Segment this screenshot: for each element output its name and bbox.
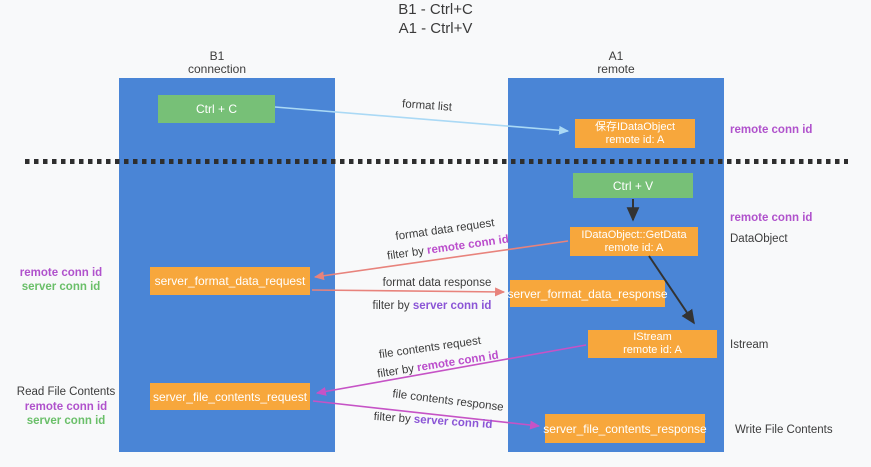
node-istream-line1: IStream: [633, 331, 672, 343]
node-save-dataobject-line1: 保存IDataObject: [594, 120, 676, 133]
left-label-read-file-contents: Read File Contents: [16, 386, 116, 398]
node-file-request-label: server_file_contents_request: [152, 389, 308, 404]
filter-prefix: filter by: [373, 410, 415, 426]
arrow-format-data-response: [311, 287, 506, 297]
node-istream-line2: remote id: A: [623, 344, 682, 356]
column-a1-subtitle: remote: [597, 62, 635, 76]
right-label-remote-conn-id-top: remote conn id: [730, 124, 813, 136]
left-label-remote-conn-id-format: remote conn id: [19, 267, 103, 279]
node-server-file-contents-request: server_file_contents_request: [150, 383, 310, 410]
right-label-istream: Istream: [730, 339, 769, 351]
node-file-response-label: server_file_contents_response: [543, 421, 707, 436]
right-label-dataobject: DataObject: [730, 233, 788, 245]
label-filter-server-1: filter by server conn id: [373, 300, 492, 312]
node-server-format-data-response: server_format_data_response: [507, 280, 668, 307]
title-line-2: A1 - Ctrl+V: [398, 20, 473, 37]
node-ctrl-c-label: Ctrl + C: [195, 102, 237, 116]
column-header-a1: A1 remote: [508, 50, 724, 76]
node-ctrl-c: Ctrl + C: [158, 95, 275, 123]
node-format-response-label: server_format_data_response: [507, 286, 668, 301]
column-a1-name: A1: [608, 49, 624, 63]
label-format-data-response: format data response: [382, 277, 492, 289]
node-format-request-label: server_format_data_request: [154, 274, 306, 288]
node-idataobject-getdata: IDataObject::GetData remote id: A: [570, 227, 698, 256]
label-filter-server-2: filter by server conn id: [373, 411, 492, 431]
node-save-dataobject: 保存IDataObject remote id: A: [575, 119, 695, 148]
filter-key-remote: remote conn id: [426, 233, 510, 257]
filter-prefix: filter by: [376, 362, 419, 381]
node-istream: IStream remote id: A: [588, 330, 717, 358]
label-format-list: format list: [401, 98, 453, 114]
right-label-write-file-contents: Write File Contents: [735, 424, 833, 436]
filter-prefix: filter by: [372, 300, 413, 312]
right-label-remote-conn-id-mid: remote conn id: [730, 212, 813, 224]
dashed-separator-line: [25, 159, 848, 164]
label-file-contents-response: file contents response: [391, 388, 505, 414]
node-server-format-data-request: server_format_data_request: [150, 267, 310, 295]
node-getdata-line2: remote id: A: [604, 241, 664, 254]
filter-prefix: filter by: [386, 244, 428, 263]
node-server-file-contents-response: server_file_contents_response: [543, 414, 707, 443]
node-ctrl-v: Ctrl + V: [573, 173, 693, 198]
node-getdata-line1: IDataObject::GetData: [581, 228, 687, 241]
node-save-dataobject-line2: remote id: A: [605, 133, 665, 146]
column-b1-name: B1: [209, 49, 225, 63]
node-ctrl-v-label: Ctrl + V: [612, 178, 654, 193]
left-label-server-conn-id-format: server conn id: [21, 281, 101, 293]
filter-key-server: server conn id: [412, 300, 492, 312]
left-label-remote-conn-id-file: remote conn id: [24, 401, 108, 413]
diagram-title: B1 - Ctrl+C A1 - Ctrl+V: [0, 0, 871, 38]
column-header-b1: B1 connection: [109, 50, 325, 76]
left-label-server-conn-id-file: server conn id: [26, 415, 106, 427]
title-line-1: B1 - Ctrl+C: [398, 1, 473, 18]
filter-key-server: server conn id: [413, 413, 493, 432]
column-b1-subtitle: connection: [187, 62, 247, 76]
